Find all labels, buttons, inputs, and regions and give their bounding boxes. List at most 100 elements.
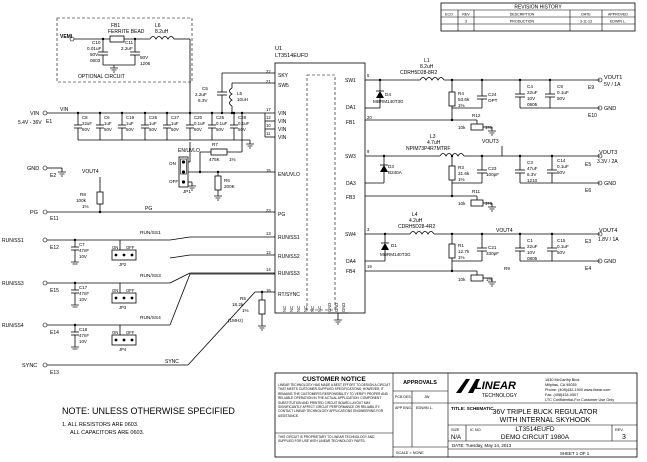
ic-pinnum-vin4: 11 bbox=[266, 131, 271, 136]
company-address-1: 1630 McCarthy Blvd. bbox=[545, 378, 580, 382]
ic-pinnum-pg: 23 bbox=[266, 208, 271, 213]
run1-e-label: E12 bbox=[50, 245, 59, 251]
r11-ref: R11 bbox=[472, 189, 481, 194]
vout3-top-label: VOUT3 bbox=[482, 139, 499, 145]
c25-label-2: 50V bbox=[216, 127, 224, 132]
r7-ref: R7 bbox=[212, 142, 218, 147]
pg-vout4-label: VOUT4 bbox=[82, 169, 99, 175]
c19-label-1: 1uF bbox=[126, 121, 134, 126]
ic-pin-en-uvlo: EN/UVLO bbox=[278, 172, 300, 178]
c6-label-2: 50V bbox=[104, 127, 112, 132]
demo-circuit: DEMO CIRCUIT 1980A bbox=[501, 434, 570, 441]
resistor-r7 bbox=[210, 148, 228, 156]
run1-cap-label-0: C7 bbox=[79, 242, 85, 247]
c26-label-2: 50V bbox=[149, 127, 157, 132]
pg-circuit: VOUT4 R8 100k 1% PG E11 PG bbox=[30, 169, 275, 222]
run1-label: RUN/SS1 bbox=[2, 238, 24, 244]
ic-part: LT3514EUFD bbox=[275, 53, 308, 59]
c4-ref: C4 bbox=[527, 84, 533, 89]
app-eng-val: EDWIN L. bbox=[416, 406, 433, 410]
r7-val: 475K bbox=[209, 157, 221, 162]
skyhook-circuit: C5 2.2uF 6.3V L5 10uH bbox=[195, 72, 275, 115]
vout3-e6: E6 bbox=[585, 188, 591, 194]
run-ss2-bus-entry bbox=[169, 254, 191, 259]
run2-cap-label-0: C17 bbox=[79, 285, 88, 290]
c4-val: 22uF bbox=[527, 90, 538, 95]
sync-net-label: SYNC bbox=[165, 359, 179, 365]
resistor-r4 bbox=[448, 91, 456, 107]
c19-label-0: C19 bbox=[126, 115, 135, 120]
c5-val: 2.2uF bbox=[195, 92, 207, 97]
c27-label-0: C27 bbox=[171, 115, 180, 120]
r6-ref: R6 bbox=[224, 178, 230, 183]
run3-label: RUN/SS4 bbox=[2, 323, 24, 329]
ic-pin-gnd1: GND bbox=[327, 303, 332, 312]
company-logo: LINEAR TECHNOLOGY bbox=[456, 379, 518, 399]
ic-pinnum-fb4: 19 bbox=[367, 264, 372, 269]
vout1-spec: 5V / 1A bbox=[604, 82, 621, 88]
run1-bus-entry bbox=[169, 236, 191, 241]
ic-pin-sw3: SW3 bbox=[345, 154, 356, 160]
ic-pin-nc1: NC bbox=[282, 306, 287, 312]
c25-label-1: 0.1uF bbox=[216, 121, 228, 126]
c9-volt: 50V bbox=[557, 96, 566, 101]
r4-tol: 1% bbox=[458, 103, 465, 108]
c9-ref: C9 bbox=[557, 84, 563, 89]
vout4-e4: E4 bbox=[585, 266, 591, 272]
fb1-ref: FB1 bbox=[111, 23, 120, 29]
company-address-5: LTC Confidential-For Customer Use Only bbox=[545, 398, 614, 402]
vout1-label: VOUT1 bbox=[604, 75, 622, 81]
pg-terminal bbox=[42, 209, 48, 215]
l4-ref: L4 bbox=[412, 212, 418, 218]
vout4-top-label: VOUT4 bbox=[496, 228, 513, 234]
ic-pin-sw1: SW1 bbox=[345, 78, 356, 84]
c3-ref: C3 bbox=[527, 160, 533, 165]
c24-val: OPT bbox=[488, 98, 498, 103]
ic-pin-da1: DA1 bbox=[346, 105, 356, 111]
c26-label-1: 1uF bbox=[149, 121, 157, 126]
ic-pin-sky: SKY bbox=[278, 73, 289, 79]
c15-volt: 50V bbox=[557, 250, 566, 255]
title-label: TITLE: SCHEMATIC bbox=[451, 406, 494, 411]
run1-cap-label-2: 10V bbox=[79, 254, 87, 259]
vin-net-label: VIN bbox=[60, 107, 69, 113]
run3-cap-label-1: 47nF bbox=[79, 333, 89, 338]
run3-jumper-ref: JP4 bbox=[119, 347, 127, 352]
notes-line-1: 1. ALL RESISTORS ARE 0603. bbox=[62, 422, 139, 428]
l1-val: 8.2uH bbox=[420, 64, 434, 70]
rev-row-desc: PRODUCTION bbox=[510, 20, 535, 24]
ic-pin-pg: PG bbox=[278, 212, 285, 218]
ic-pin-vin1: VIN bbox=[278, 111, 287, 117]
vin-e1: E1 bbox=[46, 119, 52, 125]
vout4-spec: 1.8V / 1A bbox=[598, 237, 619, 243]
inductor-l6 bbox=[149, 36, 175, 40]
vin-label: VIN bbox=[30, 111, 39, 117]
diode-d4 bbox=[376, 91, 384, 98]
r5-val: 18.2k bbox=[232, 302, 244, 307]
c4-size: 0805 bbox=[527, 102, 538, 107]
en-off-label: OFF bbox=[169, 179, 178, 184]
d4-ref: D4 bbox=[385, 92, 391, 97]
c24-ref: C24 bbox=[488, 92, 497, 97]
l6-ref: L6 bbox=[155, 23, 161, 29]
title-line-2: WITH INTERNAL SKYHOOK bbox=[500, 417, 591, 424]
company-name: LINEAR bbox=[475, 380, 516, 392]
en-on-label: ON bbox=[169, 161, 176, 166]
c14-val: 0.1uF bbox=[557, 164, 569, 169]
ic-pinnum-sky: 22 bbox=[266, 69, 271, 74]
sync-circuit: SYNC E13 SYNC R5 18.2k 1% (1MHz) bbox=[22, 290, 275, 376]
vout4-terminal bbox=[597, 231, 603, 237]
vin-capacitor-bank: C822uF50VC61uF50VC191uF50VC261uF50VC271u… bbox=[74, 111, 250, 140]
c3-val: 47uF bbox=[527, 166, 538, 171]
c4-volt: 10V bbox=[527, 96, 536, 101]
c11-size: 1206 bbox=[140, 61, 151, 66]
l4-val: 4.2uH bbox=[409, 218, 423, 224]
c19-label-2: 50V bbox=[126, 127, 134, 132]
run2-jumper-on: ON bbox=[112, 288, 118, 293]
company-address-4: Fax: (408)434-0507 bbox=[545, 393, 578, 397]
r12-tol: 1% bbox=[485, 125, 492, 130]
ic-no-label: IC NO. bbox=[470, 428, 482, 432]
ic-pin-vin2: VIN bbox=[278, 119, 287, 125]
pg-e11: E11 bbox=[50, 216, 59, 222]
gnd-e2: E2 bbox=[50, 173, 56, 179]
